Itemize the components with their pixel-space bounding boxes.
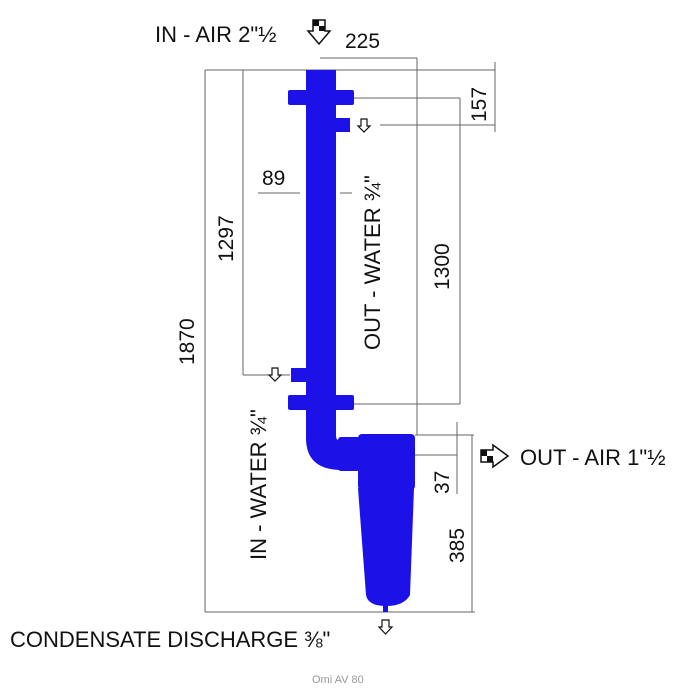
in-air-arrow-icon — [306, 19, 332, 46]
out-air-arrow-icon — [480, 443, 510, 469]
caption: Omi AV 80 — [312, 674, 364, 686]
dim-225: 225 — [345, 30, 380, 53]
condensate-arrow-icon — [377, 619, 394, 635]
in-water-arrow-icon — [267, 367, 283, 382]
dim-1870: 1870 — [176, 318, 199, 365]
condensate-label: CONDENSATE DISCHARGE ⅜" — [10, 627, 330, 652]
out-air-label: OUT - AIR 1"½ — [520, 445, 666, 470]
dim-1297: 1297 — [215, 215, 238, 262]
dim-89: 89 — [262, 167, 285, 190]
dim-385: 385 — [446, 528, 469, 563]
dim-157: 157 — [468, 87, 491, 122]
dim-1300: 1300 — [431, 243, 454, 290]
in-air-label: IN - AIR 2"½ — [155, 22, 277, 47]
separator-body — [288, 70, 415, 612]
dimension-lines — [204, 57, 496, 613]
in-water-label: IN - WATER ¾" — [246, 409, 271, 560]
dim-37: 37 — [431, 471, 454, 494]
out-water-arrow-icon — [356, 118, 372, 133]
out-water-label: OUT - WATER ¾" — [360, 175, 385, 350]
